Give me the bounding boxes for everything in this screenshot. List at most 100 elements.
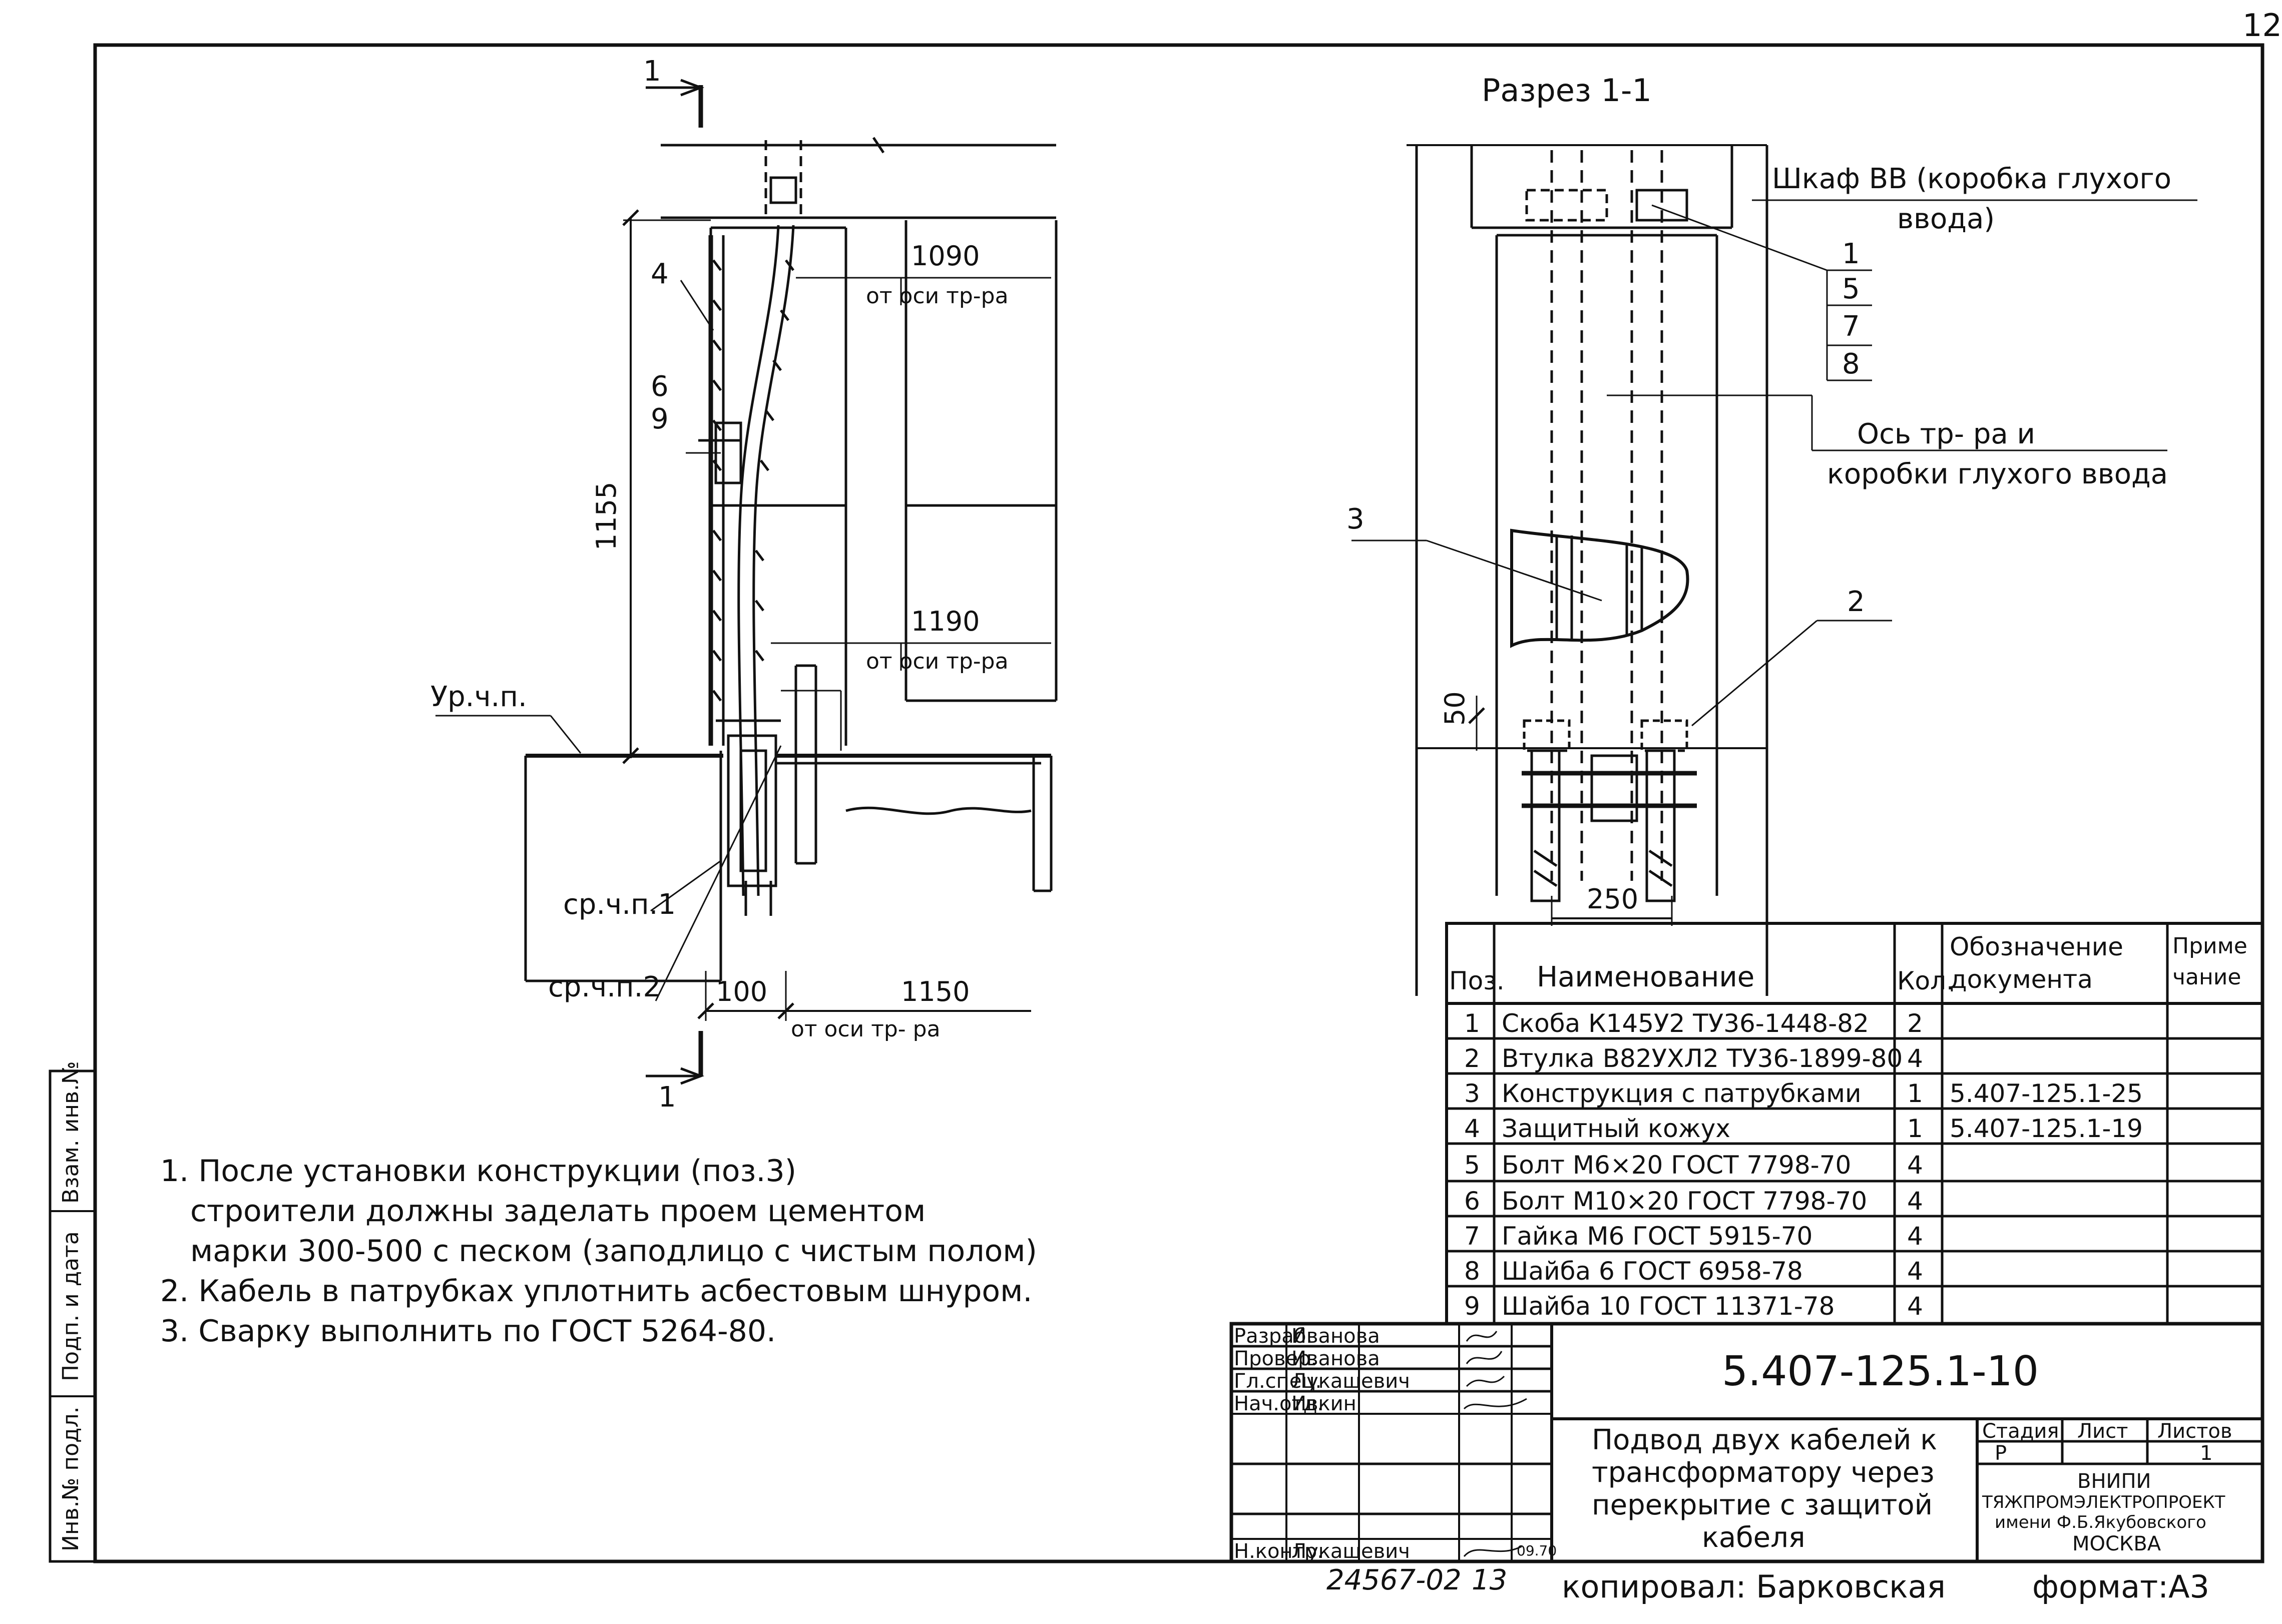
dim-1090-note: от оси тр-ра — [866, 283, 1009, 309]
level-label: Ур.ч.п. — [430, 681, 527, 713]
callout-8: 8 — [1842, 348, 1860, 380]
callout-1: 1 — [1842, 238, 1860, 270]
tb-name: Лукашевич — [1291, 1370, 1410, 1393]
tb-role: Разраб. — [1234, 1325, 1313, 1348]
spec-row-qty: 4 — [1907, 1187, 1923, 1216]
spec-row-name: Болт М10×20 ГОСТ 7798-70 — [1502, 1187, 1868, 1216]
dim-50: 50 — [1439, 691, 1471, 726]
spec-row-name: Скоба К145У2 ТУ36-1448-82 — [1502, 1009, 1869, 1038]
note-line: строители должны заделать проем цементом — [190, 1194, 926, 1229]
spec-row-name: Конструкция с патрубками — [1502, 1079, 1862, 1108]
spec-row-qty: 4 — [1907, 1257, 1923, 1286]
spec-row-name: Втулка В82УХЛ2 ТУ36-1899-80 — [1502, 1044, 1903, 1073]
note-line: марки 300-500 с песком (заподлицо с чист… — [190, 1234, 1037, 1269]
tb-sheets-header: Листов — [2157, 1420, 2232, 1443]
tb-role: Провер. — [1234, 1347, 1317, 1370]
spec-row-qty: 1 — [1907, 1079, 1923, 1108]
note-line: 3. Сварку выполнить по ГОСТ 5264-80. — [160, 1314, 776, 1349]
org-line: имени Ф.Б.Якубовского — [1995, 1512, 2206, 1532]
callout-5: 5 — [1842, 273, 1860, 305]
spec-row-qty: 4 — [1907, 1151, 1923, 1180]
doc-code: 5.407-125.1-10 — [1722, 1348, 2039, 1395]
pos2-label: 2 — [1847, 586, 1865, 618]
doc-title-line: перекрытие с защитой — [1592, 1489, 1933, 1521]
spec-row-pos: 2 — [1464, 1044, 1480, 1073]
tb-stage-value: Р — [1995, 1442, 2007, 1465]
paper-format: формат:А3 — [2032, 1568, 2209, 1605]
pos3-label: 3 — [1346, 503, 1364, 535]
spec-row-name: Шайба 6 ГОСТ 6958-78 — [1502, 1257, 1803, 1286]
doc-title-line: Подвод двух кабелей к — [1592, 1424, 1938, 1456]
spec-row-doc: 5.407-125.1-19 — [1950, 1114, 2143, 1143]
org-line: ВНИПИ — [2077, 1470, 2151, 1493]
tb-name: Иванова — [1291, 1325, 1380, 1348]
pos4-label: 4 — [651, 258, 669, 290]
spec-row-qty: 4 — [1907, 1292, 1923, 1321]
spec-row-name: Гайка М6 ГОСТ 5915-70 — [1502, 1222, 1813, 1251]
tb-role: Гл.спец. — [1234, 1370, 1322, 1393]
tb-sheet-header: Лист — [2077, 1420, 2128, 1443]
cabinet-label-line1: Шкаф ВВ (коробка глухого — [1772, 163, 2171, 195]
stamp-replace-inv: Взам. инв.№ — [58, 1061, 84, 1204]
spec-header-designation: Обозначение документа — [1950, 932, 2123, 994]
sheet-frame — [95, 45, 2262, 1561]
spec-row-name: Шайба 10 ГОСТ 11371-78 — [1502, 1292, 1835, 1321]
tb-role: Н.контр. — [1234, 1540, 1323, 1563]
spec-row-pos: 7 — [1464, 1222, 1480, 1251]
axis-label-line2: коробки глухого ввода — [1827, 458, 2168, 490]
spec-header-pos: Поз. — [1449, 966, 1505, 995]
spec-row-pos: 5 — [1464, 1151, 1480, 1180]
spec-row-name: Болт М6×20 ГОСТ 7798-70 — [1502, 1151, 1852, 1180]
spec-row-name: Защитный кожух — [1502, 1114, 1730, 1143]
spec-row-pos: 6 — [1464, 1187, 1480, 1216]
spec-row-pos: 3 — [1464, 1079, 1480, 1108]
org-line: МОСКВА — [2072, 1532, 2161, 1555]
note-line: 2. Кабель в патрубках уплотнить асбестов… — [160, 1274, 1033, 1309]
section-mark-top: 1 — [643, 55, 661, 88]
doc-title-line: кабеля — [1702, 1521, 1805, 1554]
doc-title-line: трансформатору через — [1592, 1456, 1935, 1489]
pos9-label: 9 — [651, 403, 669, 435]
sheet-number: 12 — [2242, 7, 2282, 44]
spec-row-pos: 8 — [1464, 1257, 1480, 1286]
stamp-sign-date: Подп. и дата — [58, 1231, 84, 1381]
tb-name: Иванова — [1291, 1347, 1380, 1370]
tb-stage-header: Стадия — [1982, 1420, 2059, 1443]
org-line: ТЯЖПРОМЭЛЕКТРОПРОЕКТ — [1982, 1492, 2225, 1512]
spec-header-name: Наименование — [1537, 961, 1755, 993]
section-mark-bottom: 1 — [658, 1081, 676, 1114]
tb-sheets-value: 1 — [2200, 1442, 2213, 1465]
dim-250: 250 — [1587, 883, 1639, 915]
spec-row-qty: 4 — [1907, 1222, 1923, 1251]
spec-row-qty: 1 — [1907, 1114, 1923, 1143]
pos6-label: 6 — [651, 370, 669, 403]
axis-label-line1: Ось тр- ра и — [1857, 418, 2035, 450]
tb-role: Нач.отд. — [1234, 1392, 1324, 1415]
dim-1155: 1155 — [591, 481, 622, 551]
stamp-inv-no: Инв.№ подл. — [58, 1406, 84, 1551]
section-title: Разрез 1-1 — [1482, 72, 1652, 109]
spec-row-pos: 4 — [1464, 1114, 1480, 1143]
spec-row-doc: 5.407-125.1-25 — [1950, 1079, 2143, 1108]
dim-1150: 1150 — [901, 976, 970, 1007]
copied-by: копировал: Барковская — [1562, 1568, 1946, 1605]
cabinet-label-line2: ввода) — [1897, 203, 1995, 235]
note-line: 1. После установки конструкции (поз.3) — [160, 1154, 797, 1189]
floor2-label: ср.ч.п.2 — [548, 971, 661, 1003]
floor1-label: ср.ч.п.1 — [563, 888, 676, 921]
dim-1090: 1090 — [911, 240, 980, 272]
inventory-sheet: 13 — [1472, 1564, 1508, 1596]
tb-name: Ивкин — [1291, 1392, 1356, 1415]
tb-date: 09.70 — [1517, 1542, 1557, 1559]
spec-row-pos: 9 — [1464, 1292, 1480, 1321]
spec-row-pos: 1 — [1464, 1009, 1480, 1038]
inventory-number: 24567-02 — [1326, 1564, 1462, 1596]
dim-100: 100 — [716, 976, 768, 1007]
dim-1190-note: от оси тр-ра — [866, 649, 1009, 674]
spec-row-qty: 4 — [1907, 1044, 1923, 1073]
spec-row-qty: 2 — [1907, 1009, 1923, 1038]
dim-1190: 1190 — [911, 606, 980, 637]
dim-1150-note: от оси тр- ра — [791, 1016, 941, 1042]
